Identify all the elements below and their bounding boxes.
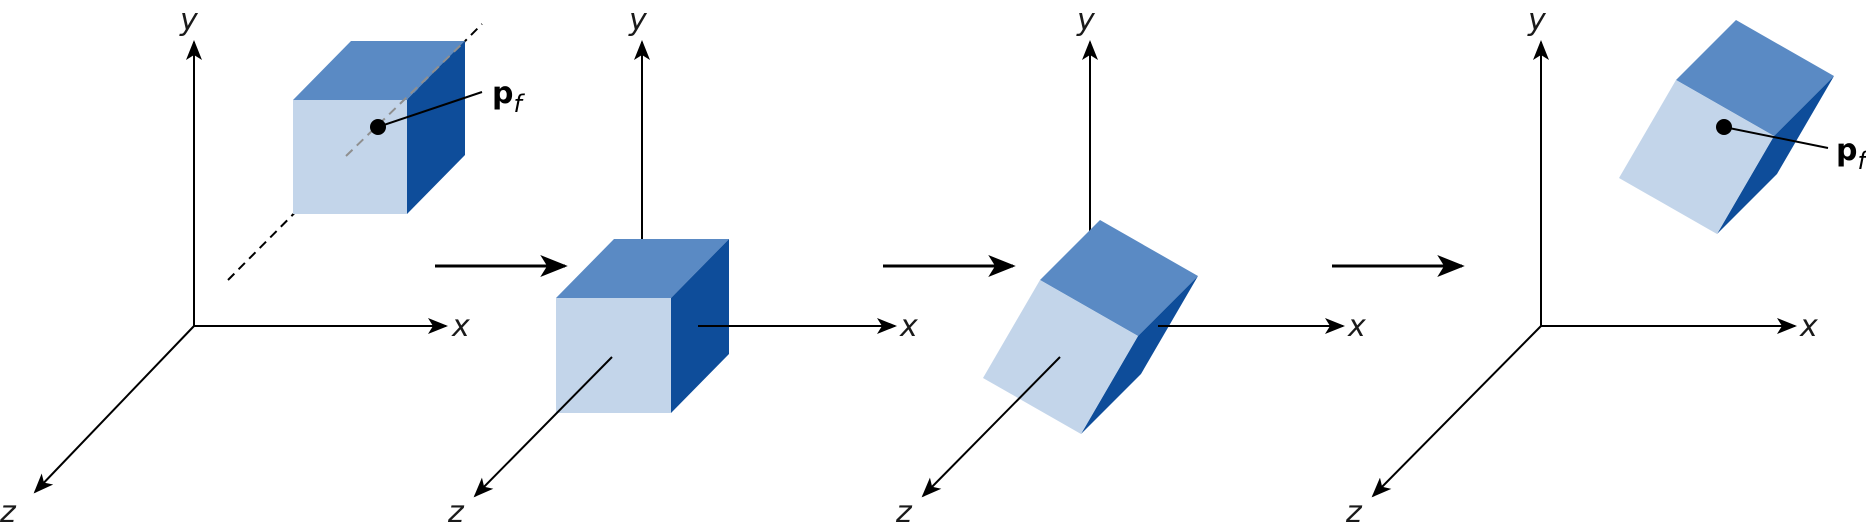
fixed-point-leader — [1723, 126, 1829, 149]
x-axis-label: x — [1799, 309, 1818, 344]
x-axis-label: x — [899, 309, 918, 344]
cube-top-face — [556, 239, 729, 298]
panel-1: pf y x z — [0, 3, 525, 527]
cube-side-face — [1717, 76, 1834, 234]
x-axis-label: x — [1347, 309, 1366, 344]
cube-final — [1619, 20, 1834, 234]
y-axis-label: y — [179, 3, 199, 38]
panel-3: y x z — [895, 3, 1366, 527]
cube-side-face — [1081, 276, 1198, 434]
z-axis — [921, 356, 1061, 498]
cube-side-face — [407, 41, 465, 214]
fixed-point-leader — [377, 91, 483, 128]
z-axis — [473, 356, 613, 498]
z-axis — [33, 325, 195, 494]
z-axis — [1371, 325, 1542, 498]
y-axis-label: y — [628, 3, 648, 38]
x-axis-label: x — [451, 309, 470, 344]
z-axis-label: z — [895, 495, 913, 527]
rotation-axis-dashed-over-cube — [345, 40, 466, 157]
panel-4: pf y x z — [1345, 3, 1866, 527]
cube-top-face — [1040, 220, 1198, 336]
cube-front-face — [293, 100, 407, 214]
cube-top-face — [293, 41, 465, 100]
fixed-point-label: pf — [492, 76, 525, 118]
cube-front-face — [1619, 80, 1774, 234]
panel-2: y x z — [447, 3, 918, 527]
z-axis-label: z — [447, 495, 465, 527]
z-axis-label: z — [1345, 495, 1363, 527]
y-axis-label: y — [1076, 3, 1096, 38]
y-axis-label: y — [1527, 3, 1547, 38]
cube-top-face — [1676, 20, 1834, 136]
z-axis-label: z — [0, 495, 17, 527]
fixed-point-label: pf — [1836, 133, 1866, 175]
